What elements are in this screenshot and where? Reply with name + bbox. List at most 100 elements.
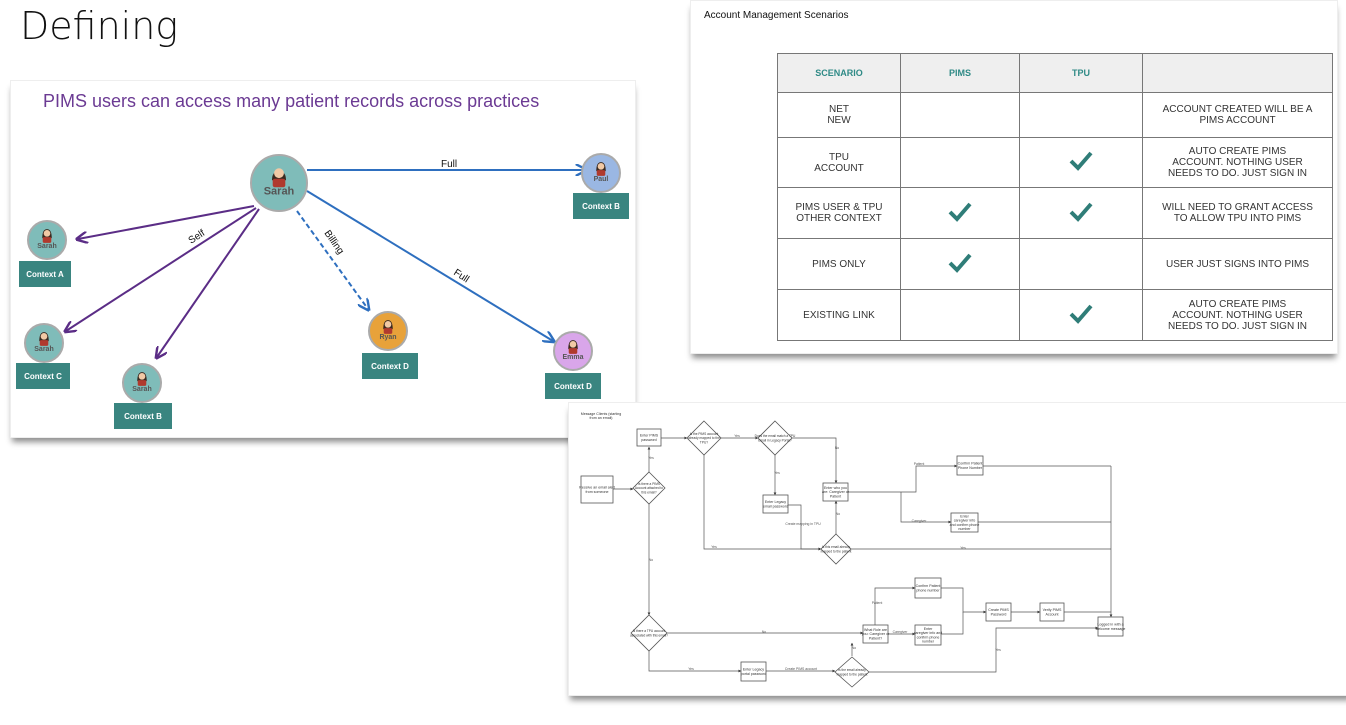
text-line: already mapped to the [688,436,720,440]
user-name: Sarah [132,386,151,393]
flow-label: Caregiver [912,519,928,523]
face-icon [138,373,146,380]
text-line: mapped to the patient [821,549,852,553]
flow-label: No [836,512,840,516]
user-name: Ryan [379,334,396,341]
text-line: Email in Legacy Portal? [758,438,792,442]
flow-label: Yes [711,545,717,549]
context-rect [362,353,418,379]
cell-text: TO ALLOW TPU INTO PIMS [1173,213,1302,224]
flow-label: Yes [688,667,694,671]
text-line: TPU? [700,440,708,444]
process-box [762,494,789,514]
tpu-cell [1019,289,1143,341]
text-line: Create PIMS [988,608,1009,612]
text-line: Enter Legacy [765,500,786,504]
access-edge [66,207,257,331]
pims-cell [900,137,1020,188]
context-label: Context B [582,202,620,211]
process-box [914,624,942,646]
text-line: number [958,527,971,531]
text-line: Phone Number [958,466,983,470]
user-name: Sarah [37,243,56,250]
tpu-cell [1019,238,1143,290]
col-note [1142,53,1333,93]
decision-diamond [632,471,666,505]
person-icon [568,348,578,354]
user-node: Ryan [368,311,408,351]
cell-text: EXISTING LINK [803,309,875,321]
context-rect [545,373,601,399]
context-rect [16,363,70,389]
flow-connector [703,455,822,551]
context-box: Context A [19,261,71,287]
user-node: Sarah [122,363,162,403]
text-line: Enter [924,627,933,631]
scenario-cell: PIMS ONLY [777,238,901,290]
slide-title: Defining [20,4,179,48]
cell-text: USER JUST SIGNS INTO PIMS [1166,258,1309,270]
context-rect [114,403,172,429]
flow-connector [648,651,742,673]
text-line: phone number [916,588,940,592]
face-icon [597,163,605,170]
face-icon [40,333,48,340]
face-icon [384,321,392,328]
flow-connector [941,587,987,614]
cell-text: ACCOUNT CREATED WILL BE A [1162,104,1313,115]
text-line: and confirm phone [950,523,980,527]
text-line: Password [991,612,1007,616]
check-icon [1069,202,1093,222]
text-line: from an email) [590,416,613,420]
user-name: Emma [562,354,583,361]
process-box [950,512,979,533]
flow-connector [900,492,952,524]
decision-diamond [686,420,722,456]
decision-diamond [820,533,852,565]
text-line: Is the PIMS account [690,432,719,436]
access-diagram-panel: PIMS users can access many patient recor… [10,80,636,438]
process-box [862,624,889,644]
cell-text: AUTO CREATE PIMS [1188,146,1287,157]
edge-label: Full [441,159,457,170]
text-line: this email? [641,490,656,494]
flow-label: Patient [914,462,925,466]
text-line: Does the email match a TPU [755,434,796,438]
flow-label: Yes [995,648,1001,652]
cell-text: NEW [827,115,851,126]
face-icon [43,230,51,237]
access-edge [306,190,553,341]
text-line: Enter who you [824,486,847,490]
text-line: associated with this email? [630,633,668,637]
flow-label: No [762,630,766,634]
col-scenario: SCENARIO [777,53,901,93]
flow-connector [792,437,838,484]
cell-text: ACCOUNT. NOTHING USER [1172,309,1303,321]
text-line: Verify PIMS [1043,608,1062,612]
text-line: you: Caregiver or [862,632,890,636]
check-icon [1069,304,1093,324]
flow-connector [869,626,1099,673]
cell-text: PIMS USER & TPU [795,202,883,213]
context-rect [19,261,71,287]
